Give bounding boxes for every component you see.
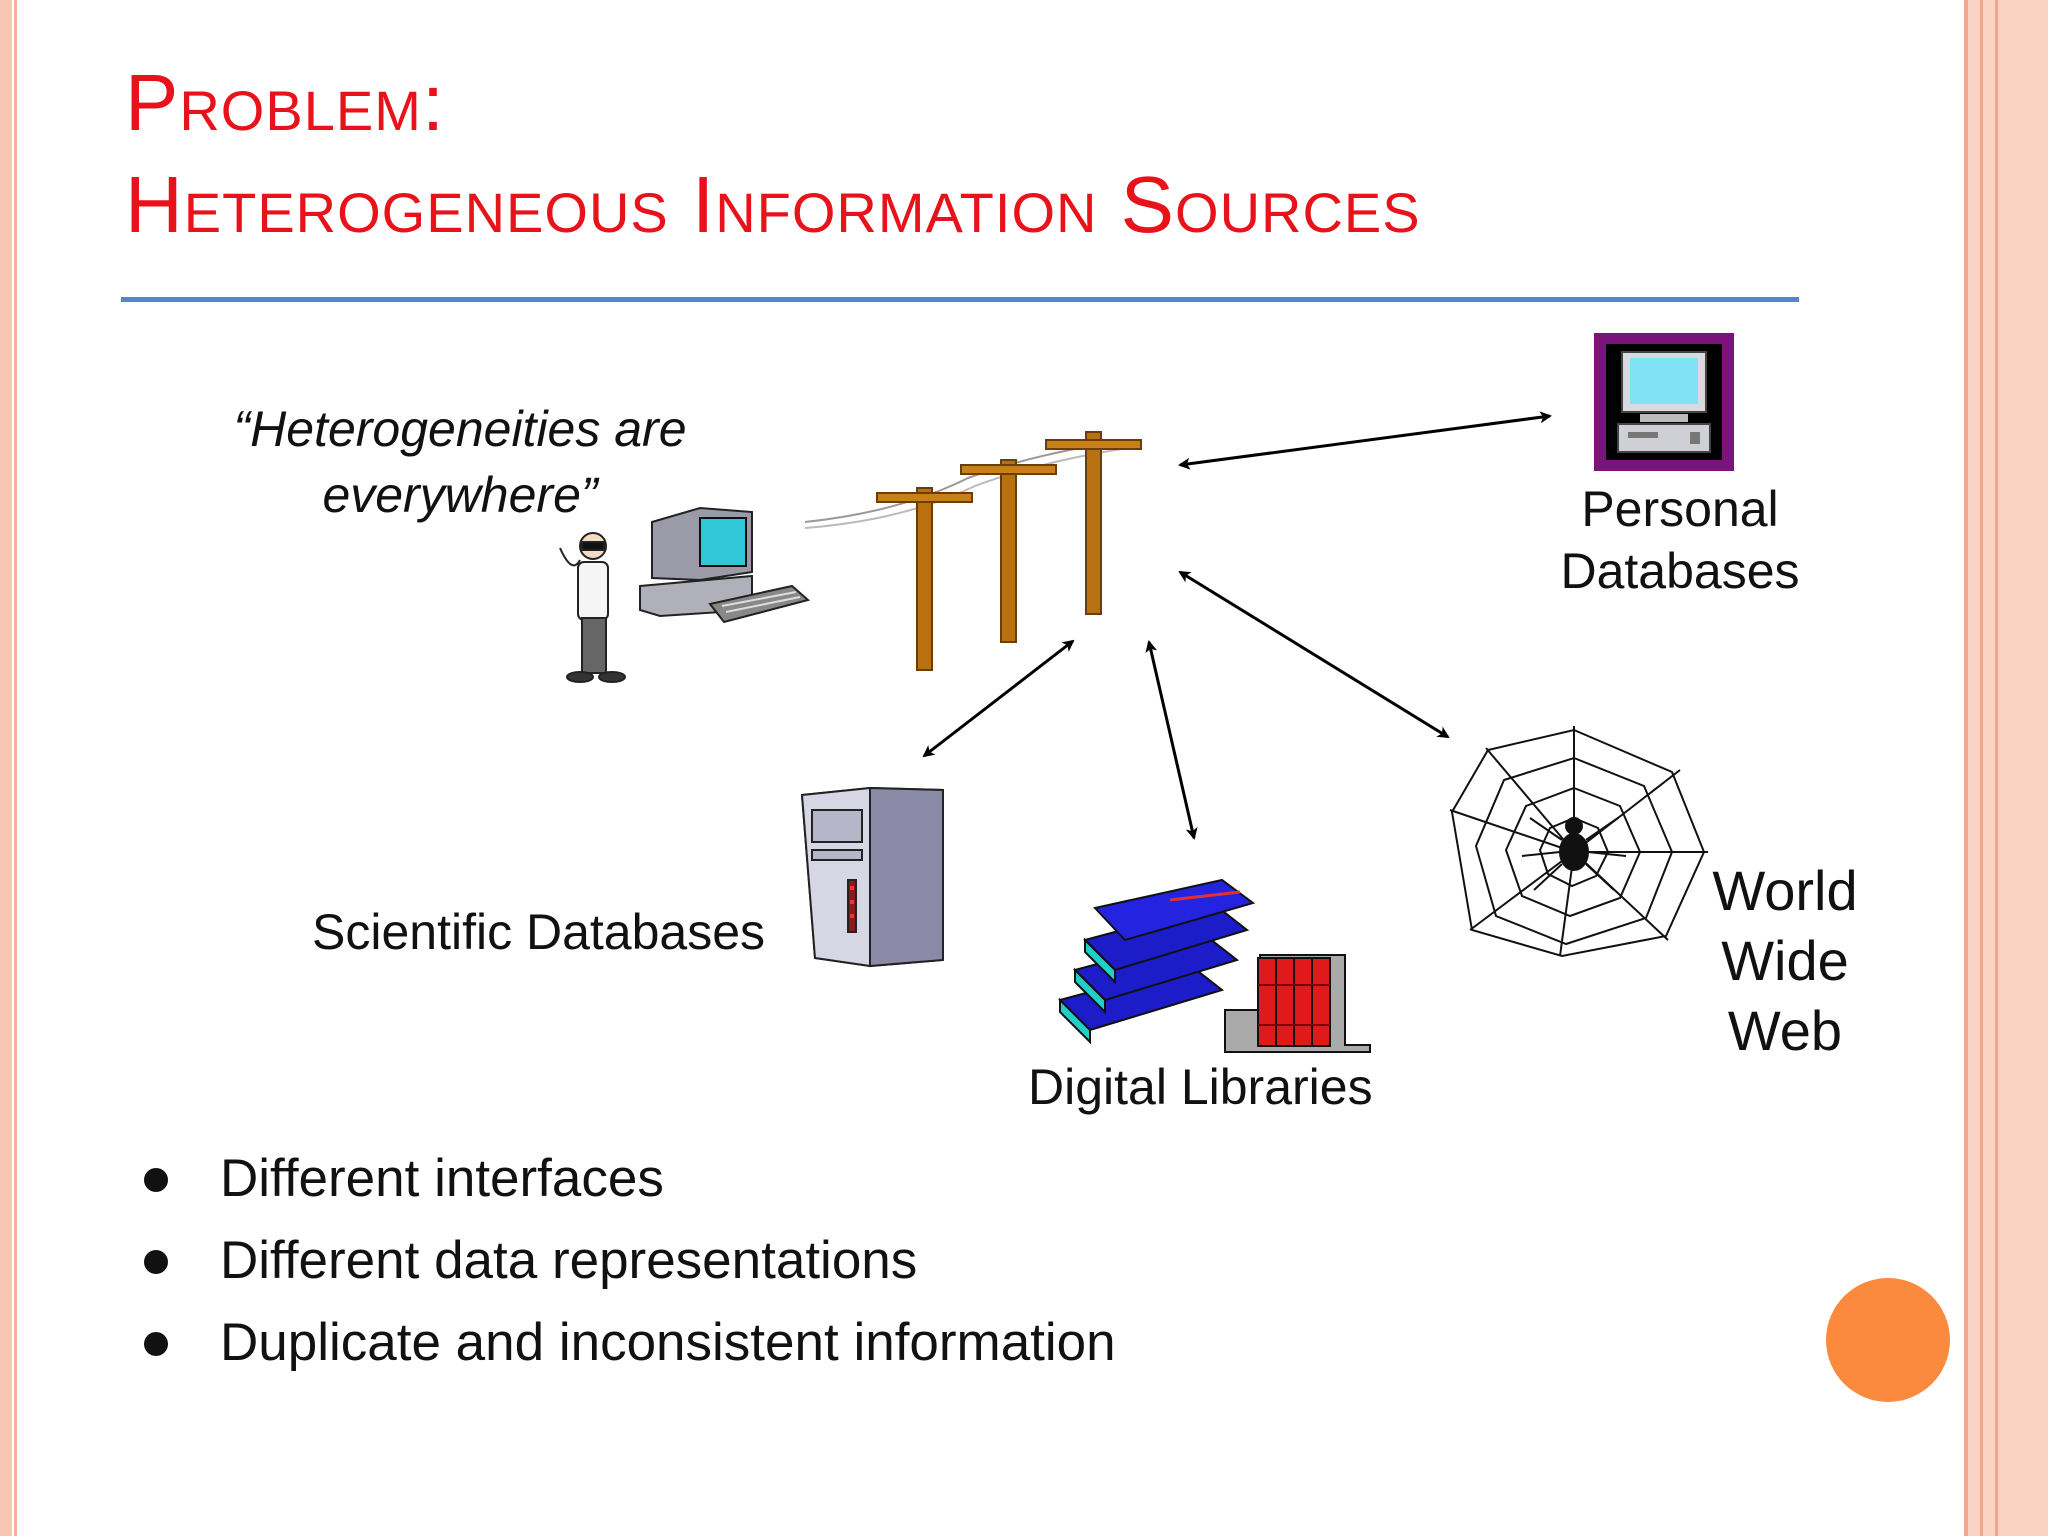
title-line-1: Problem: [125, 58, 446, 147]
label-world-wide-web: World Wide Web [1712, 859, 1858, 1062]
books-icon [1058, 878, 1371, 1053]
personal-computer-icon [1594, 333, 1734, 471]
bullet-text: Duplicate and inconsistent information [220, 1313, 1116, 1372]
quote-text: “Heterogeneities are everywhere” [233, 401, 687, 523]
title-line-2: Heterogeneous Information Sources [125, 160, 1421, 249]
label-digital-libraries: Digital Libraries [1028, 1059, 1373, 1115]
slide-frame-left-line [14, 0, 17, 1536]
slide-frame-right-line [1964, 0, 1968, 1536]
slide-frame-right [1964, 0, 2048, 1536]
accent-circle [1826, 1278, 1950, 1402]
person-icon [559, 532, 626, 683]
bullet-list: Different interfaces Different data repr… [140, 1138, 1116, 1384]
title-divider [121, 297, 1799, 302]
bullet-item: Different data representations [140, 1220, 1116, 1302]
bullet-dot-icon [144, 1250, 168, 1274]
label-scientific-databases: Scientific Databases [312, 904, 766, 960]
arrow-to-personal-databases [1178, 411, 1552, 470]
bullet-dot-icon [144, 1332, 168, 1356]
slide-frame-left [0, 0, 12, 1536]
connection-arrows [922, 411, 1552, 840]
desktop-computer-icon [639, 506, 811, 624]
arrow-to-scientific-databases [922, 639, 1075, 758]
bullet-item: Different interfaces [140, 1138, 1116, 1220]
bullet-text: Different interfaces [220, 1149, 664, 1208]
slide-frame-right-line [1995, 0, 1998, 1536]
bullet-item: Duplicate and inconsistent information [140, 1302, 1116, 1384]
label-personal-databases: Personal Databases [1560, 481, 1800, 599]
arrow-to-digital-libraries [1145, 640, 1198, 840]
arrow-to-world-wide-web [1178, 570, 1450, 739]
slide-title: Problem: Heterogeneous Information Sourc… [125, 52, 1421, 256]
server-tower-icon [800, 786, 944, 968]
bullet-dot-icon [144, 1168, 168, 1192]
telephone-poles-icon [804, 431, 1142, 671]
spider-web-icon [1449, 726, 1708, 958]
slide-frame-right-line [1980, 0, 1983, 1536]
bullet-text: Different data representations [220, 1231, 918, 1290]
